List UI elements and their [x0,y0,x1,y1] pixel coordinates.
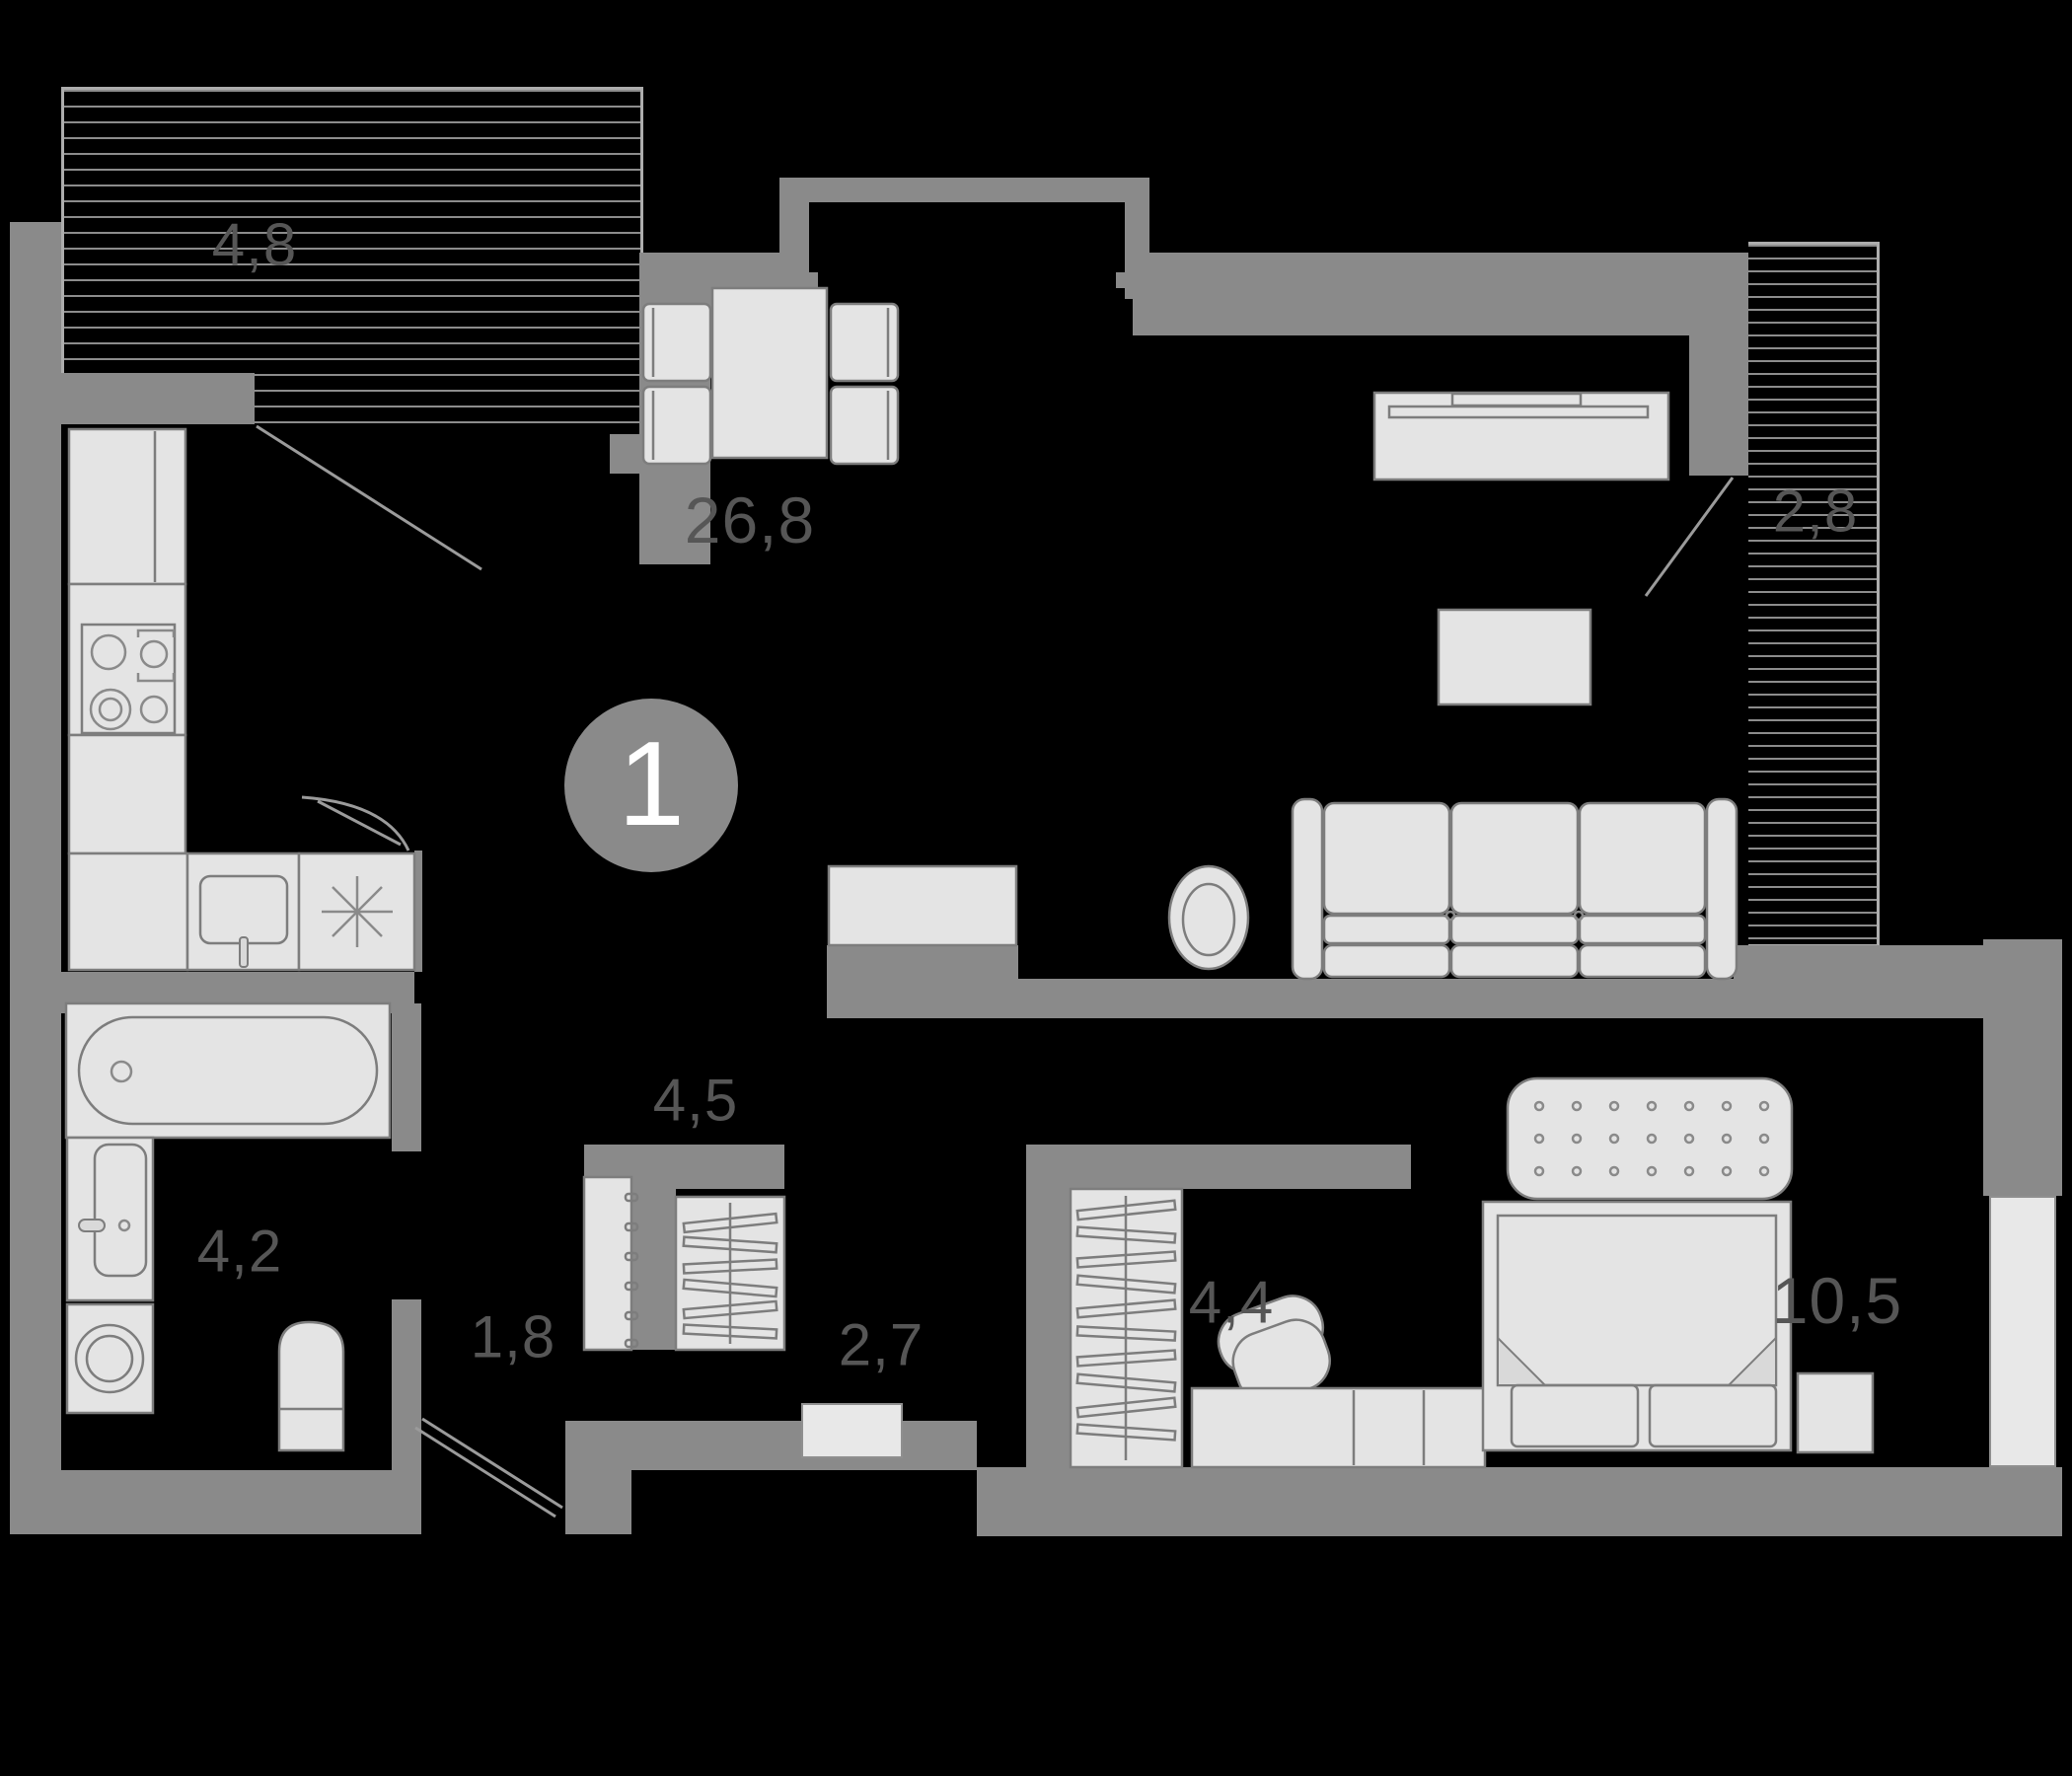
kitchen-stove [67,582,187,737]
dining-table [710,286,829,460]
area-label-bedroom: 10,5 [1771,1264,1903,1337]
unit-number-badge: 1 [564,699,738,872]
bathtub [64,1001,392,1140]
entrance-door-leaf [414,1417,563,1518]
wall-outer-left [10,222,61,1534]
coffee-table [1437,608,1592,706]
wall-bathroom-right-lower [392,1299,421,1470]
wall-bottom-entry-post [565,1470,631,1534]
wall-closet-top [1026,1145,1411,1189]
balcony-left-hatch [61,87,643,424]
wall-sideboard-stub [827,945,1018,979]
hall-wardrobe [674,1195,786,1352]
wall-kitchen-door-post [414,851,422,972]
window-mullion-right [1116,272,1125,288]
kitchen-sink [185,851,301,972]
kitchen-door-swing [301,795,410,851]
wall-balcony-right-post [1689,288,1748,476]
area-label-balcony-right: 2,8 [1772,478,1859,545]
area-label-living: 26,8 [684,483,816,556]
kitchen-counter [67,733,187,855]
area-label-hallway: 4,5 [652,1067,739,1134]
kitchen-counter-corner [67,851,189,972]
sideboard [827,864,1018,947]
wall-shelf-divider [631,1177,676,1350]
balcony-right-door-swing [1644,477,1735,597]
wall-closet-left [1026,1145,1073,1467]
closet-dresser [1190,1386,1487,1469]
pouf [1167,864,1250,971]
wall-bedroom-right [1983,939,2062,1196]
nightstand [1796,1371,1875,1454]
area-label-storage: 2,7 [838,1311,925,1378]
bathroom-sink [65,1136,155,1302]
kitchen-fridge [67,427,187,586]
bed-headboard [1506,1076,1794,1201]
toilet [277,1320,345,1452]
dining-chair [829,385,900,466]
wall-under-balcony-left [10,373,255,424]
closet-chair [1217,1295,1331,1404]
area-label-corridor: 1,8 [470,1303,556,1370]
window-mullion-left [809,272,818,288]
wall-hall-bottom [565,1421,977,1470]
wall-living-bottom-step [1734,945,1983,979]
snowflake-icon [322,876,393,947]
closet-wardrobe [1069,1187,1184,1469]
balcony-left-door-swing [256,424,482,571]
area-label-balcony-left: 4,8 [211,211,298,278]
wall-bottom-right [977,1467,2062,1536]
washing-machine [65,1302,155,1415]
area-label-closet: 4,4 [1188,1269,1275,1336]
bedroom-window [1989,1196,2056,1467]
dining-chair [829,302,900,383]
bed [1481,1200,1793,1452]
balcony-right-hatch [1748,242,1880,947]
sofa [1291,797,1739,981]
dining-chair [641,302,712,383]
wall-bottom-left [10,1470,421,1534]
wall-living-bottom [827,979,1983,1018]
hall-shelf [582,1175,639,1352]
kitchen-dishwasher [297,851,416,972]
area-label-bathroom: 4,2 [196,1218,283,1285]
tv-stand [1372,391,1670,481]
entry-doormat [801,1403,903,1458]
dining-chair [641,385,712,466]
wall-divider-stub [610,434,639,474]
window-opening-top [809,202,1125,299]
wall-bathroom-right-upper [392,1003,421,1151]
